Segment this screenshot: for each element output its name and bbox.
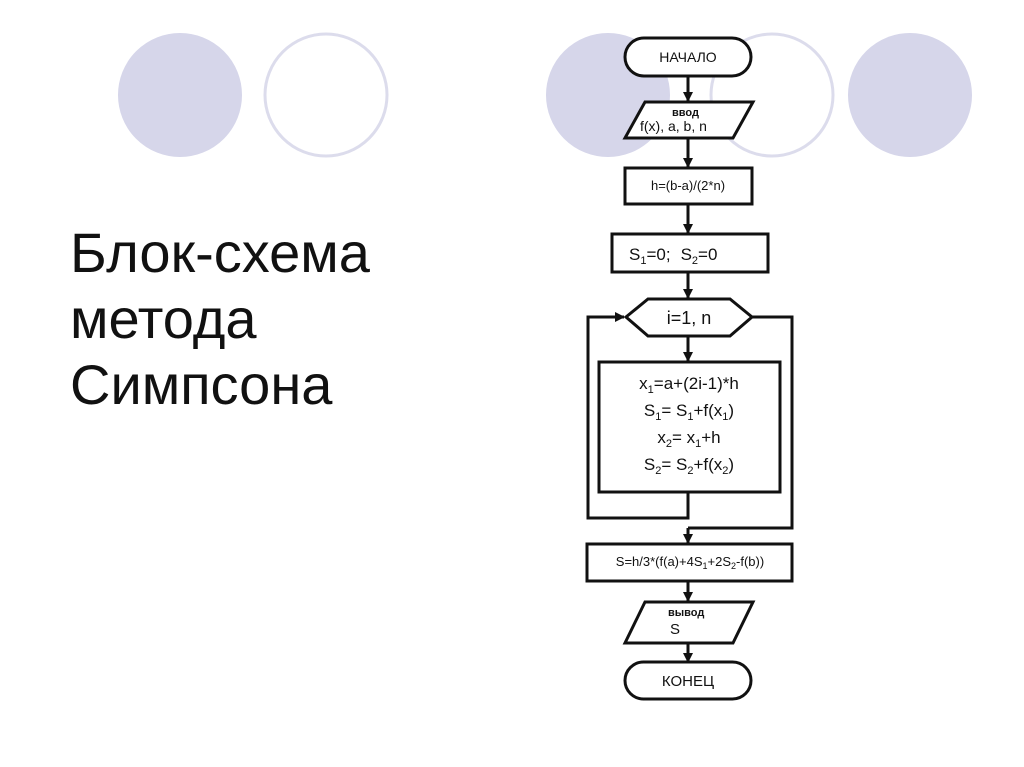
init-sums-text: S1=0;S2=0 [629,245,717,267]
loop-text: i=1, n [667,308,712,328]
output-block: вывод S [622,600,756,645]
output-var: S [670,621,680,638]
process-step-h: h=(b-a)/(2*n) [623,166,754,206]
slide-title-line-1: Блок-схема [70,221,370,284]
loop-body-block: x1=a+(2i-1)*h S1= S1+f(x1) x2= x1+h S2= … [597,360,782,494]
process-result: S=h/3*(f(a)+4S1+2S2-f(b)) [585,542,794,583]
decor-circle-outline-1 [263,32,389,158]
body-line-2: S1= S1+f(x1) [644,401,734,423]
step-h-text: h=(b-a)/(2*n) [651,178,725,193]
slide-title-line-3: Симпсона [70,353,333,416]
input-label: ввод [672,107,699,119]
input-block: ввод f(x), a, b, n [622,100,756,140]
slide-title-line-2: метода [70,287,257,350]
input-vars: f(x), a, b, n [640,118,707,134]
decor-circle-filled-3 [848,33,972,157]
decor-circle-filled-1 [118,33,242,157]
process-init-sums: S1=0;S2=0 [610,232,770,274]
loop-block: i=1, n [623,297,755,338]
end-terminator: КОНЕЦ [623,660,753,701]
body-line-4: S2= S2+f(x2) [644,455,734,477]
end-label: КОНЕЦ [662,673,714,690]
body-line-1: x1=a+(2i-1)*h [639,374,739,396]
slide-title: Блок-схема метода Симпсона [70,220,370,418]
body-line-3: x2= x1+h [657,428,720,450]
flow-connectors [586,76,794,663]
result-text: S=h/3*(f(a)+4S1+2S2-f(b)) [616,554,764,571]
start-terminator: НАЧАЛО [623,36,753,78]
output-label: вывод [668,607,704,619]
start-label: НАЧАЛО [659,49,717,65]
